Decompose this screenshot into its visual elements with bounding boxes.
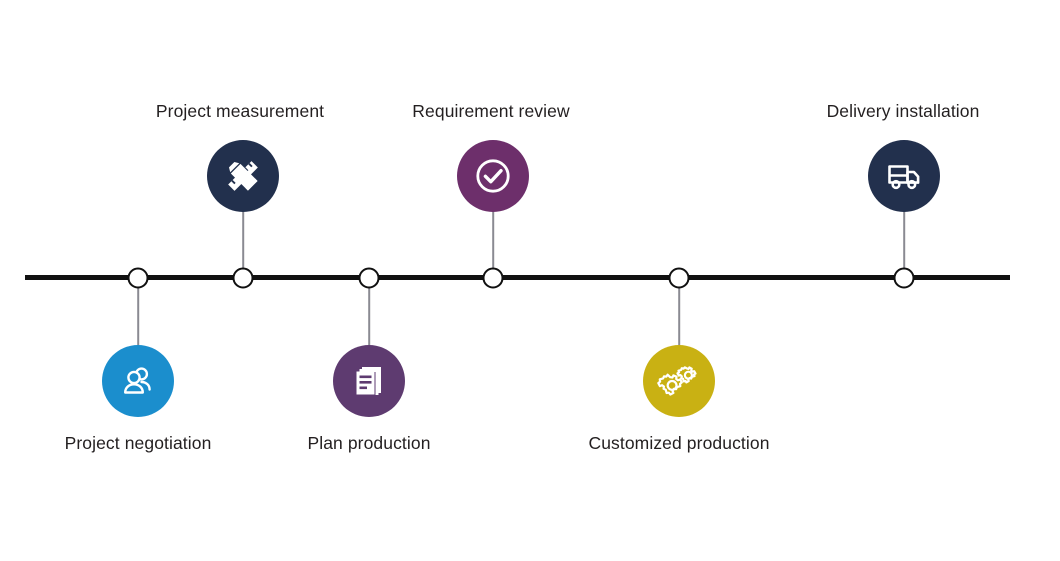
timeline-marker-project-negotiation[interactable] bbox=[127, 267, 149, 289]
connector-stem-plan-production bbox=[368, 278, 370, 346]
connector-stem-delivery-installation bbox=[903, 205, 905, 278]
check-circle-icon bbox=[471, 154, 515, 198]
timeline-marker-project-measurement[interactable] bbox=[232, 267, 254, 289]
icon-bubble-project-measurement[interactable] bbox=[207, 140, 279, 212]
connector-stem-requirement-review bbox=[492, 205, 494, 278]
timeline-axis bbox=[25, 275, 1010, 280]
connector-stem-project-negotiation bbox=[137, 278, 139, 346]
step-label-plan-production: Plan production bbox=[307, 433, 431, 453]
ruler-pencil-icon bbox=[222, 155, 264, 197]
icon-bubble-delivery-installation[interactable] bbox=[868, 140, 940, 212]
icon-bubble-customized-production[interactable] bbox=[643, 345, 715, 417]
step-label-project-measurement: Project measurement bbox=[155, 101, 325, 121]
step-label-requirement-review: Requirement review bbox=[412, 101, 570, 121]
timeline-marker-customized-production[interactable] bbox=[668, 267, 690, 289]
gears-icon bbox=[657, 359, 701, 403]
icon-bubble-plan-production[interactable] bbox=[333, 345, 405, 417]
timeline-marker-requirement-review[interactable] bbox=[482, 267, 504, 289]
delivery-truck-icon bbox=[883, 155, 925, 197]
icon-bubble-project-negotiation[interactable] bbox=[102, 345, 174, 417]
users-group-icon bbox=[118, 361, 158, 401]
icon-bubble-requirement-review[interactable] bbox=[457, 140, 529, 212]
timeline-marker-plan-production[interactable] bbox=[358, 267, 380, 289]
step-label-delivery-installation: Delivery installation bbox=[826, 101, 980, 121]
connector-stem-customized-production bbox=[678, 278, 680, 346]
documents-icon bbox=[349, 361, 389, 401]
connector-stem-project-measurement bbox=[242, 205, 244, 278]
step-label-customized-production: Customized production bbox=[588, 433, 770, 453]
timeline-marker-delivery-installation[interactable] bbox=[893, 267, 915, 289]
step-label-project-negotiation: Project negotiation bbox=[64, 433, 212, 453]
